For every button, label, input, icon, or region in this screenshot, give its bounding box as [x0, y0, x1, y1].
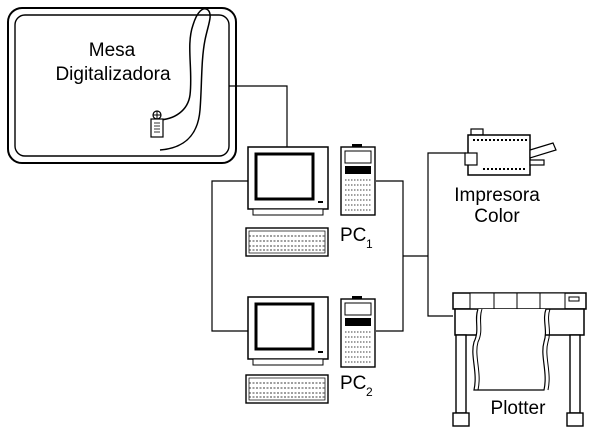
pc1-keyboard [246, 228, 328, 256]
plotter-label: Plotter [491, 398, 547, 419]
pc1-monitor [248, 147, 328, 215]
pc1-tower [341, 144, 375, 215]
pc2-label: PC [340, 373, 366, 394]
printer-label-line2: Color [474, 206, 520, 227]
printer-label-line1: Impresora [454, 185, 540, 206]
pc1-label-subscript: 1 [366, 237, 373, 251]
pc1-label: PC [340, 225, 366, 246]
tablet-label-line2: Digitalizadora [55, 64, 171, 85]
pc2-keyboard [246, 375, 328, 403]
digitizer-puck-icon [151, 111, 163, 137]
pc2-tower [341, 296, 375, 367]
tablet-label-line1: Mesa [89, 40, 136, 61]
color-printer-icon [465, 129, 556, 175]
pc2-monitor [248, 297, 328, 365]
pc2-label-subscript: 2 [366, 385, 373, 399]
